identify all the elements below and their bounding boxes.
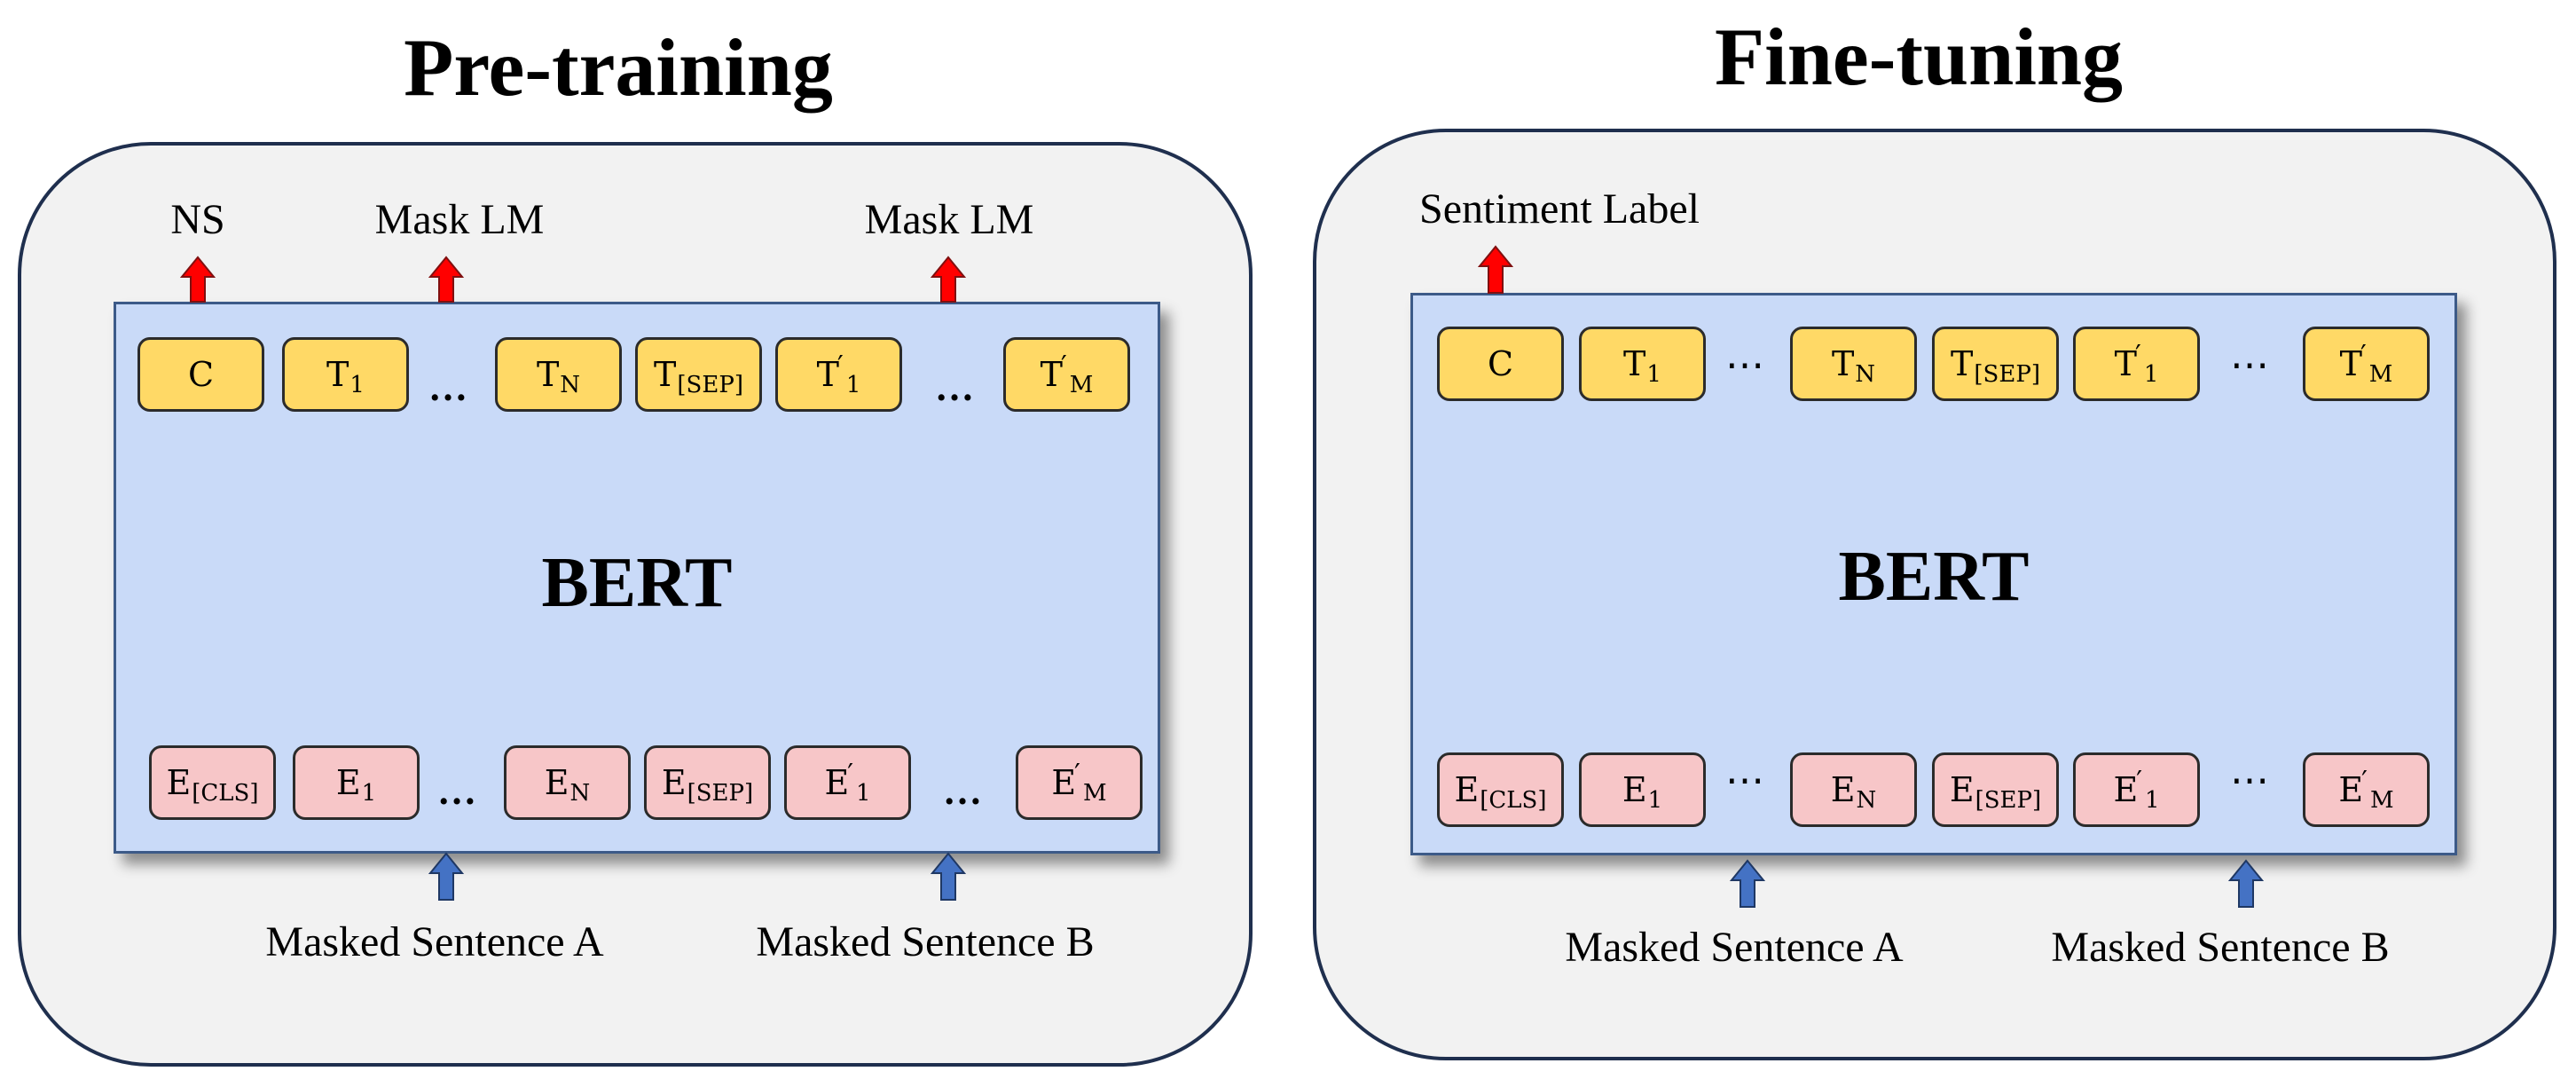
pretraining-output-ellipsis: …: [935, 366, 974, 409]
pretraining-output-token: T′M: [1003, 337, 1130, 412]
finetuning-input-token: E′M: [2303, 752, 2430, 827]
pretraining-output-token: T′1: [775, 337, 902, 412]
finetuning-input-token: E′1: [2073, 752, 2200, 827]
finetuning-sentence-a-up-arrow: [1729, 859, 1766, 908]
pretraining-sentence-a-label: Masked Sentence A: [265, 918, 604, 965]
finetuning-input-ellipsis: ⋯: [1725, 759, 1764, 802]
pretraining-masklm-label-2: Mask LM: [864, 196, 1034, 243]
finetuning-output-ellipsis: ⋯: [2230, 343, 2269, 387]
pretraining-ns-up-arrow: [179, 256, 216, 303]
pretraining-masklm-label-1: Mask LM: [374, 196, 545, 243]
finetuning-sentence-b-label: Masked Sentence B: [2051, 924, 2390, 971]
finetuning-input-ellipsis: ⋯: [2230, 759, 2269, 802]
pretraining-sentence-b-label: Masked Sentence B: [756, 918, 1095, 965]
finetuning-bert-label: BERT: [1838, 538, 2030, 616]
pretraining-sentence-a-up-arrow: [428, 852, 465, 901]
pretraining-input-token: E[SEP]: [644, 745, 771, 820]
finetuning-sentence-a-label: Masked Sentence A: [1565, 924, 1904, 971]
pretraining-output-token: T[SEP]: [635, 337, 762, 412]
pretraining-masklm-up-arrow-2: [930, 256, 967, 303]
finetuning-input-token: E[SEP]: [1932, 752, 2059, 827]
finetuning-input-token: E[CLS]: [1437, 752, 1564, 827]
finetuning-sentiment-label: Sentiment Label: [1419, 185, 1700, 232]
pretraining-ns-label: NS: [170, 196, 225, 243]
pretraining-sentence-b-up-arrow: [930, 852, 967, 901]
pretraining-output-ellipsis: …: [428, 366, 467, 409]
pretraining-input-ellipsis: …: [943, 769, 982, 813]
pretraining-input-ellipsis: …: [437, 769, 476, 813]
finetuning-output-token: T[SEP]: [1932, 327, 2059, 401]
pretraining-output-token: C: [137, 337, 264, 412]
pretraining-masklm-up-arrow-1: [428, 256, 465, 303]
finetuning-output-token: T′M: [2303, 327, 2430, 401]
pretraining-title: Pre-training: [404, 22, 833, 113]
finetuning-output-ellipsis: ⋯: [1725, 343, 1764, 387]
finetuning-sentence-b-up-arrow: [2227, 859, 2265, 908]
pretraining-input-token: E′M: [1016, 745, 1143, 820]
finetuning-sentiment-up-arrow: [1477, 245, 1514, 294]
pretraining-input-token: E[CLS]: [149, 745, 276, 820]
finetuning-output-token: T′1: [2073, 327, 2200, 401]
finetuning-title: Fine-tuning: [1714, 12, 2124, 102]
finetuning-output-token: C: [1437, 327, 1564, 401]
pretraining-input-token: E′1: [784, 745, 911, 820]
pretraining-bert-label: BERT: [541, 544, 733, 622]
